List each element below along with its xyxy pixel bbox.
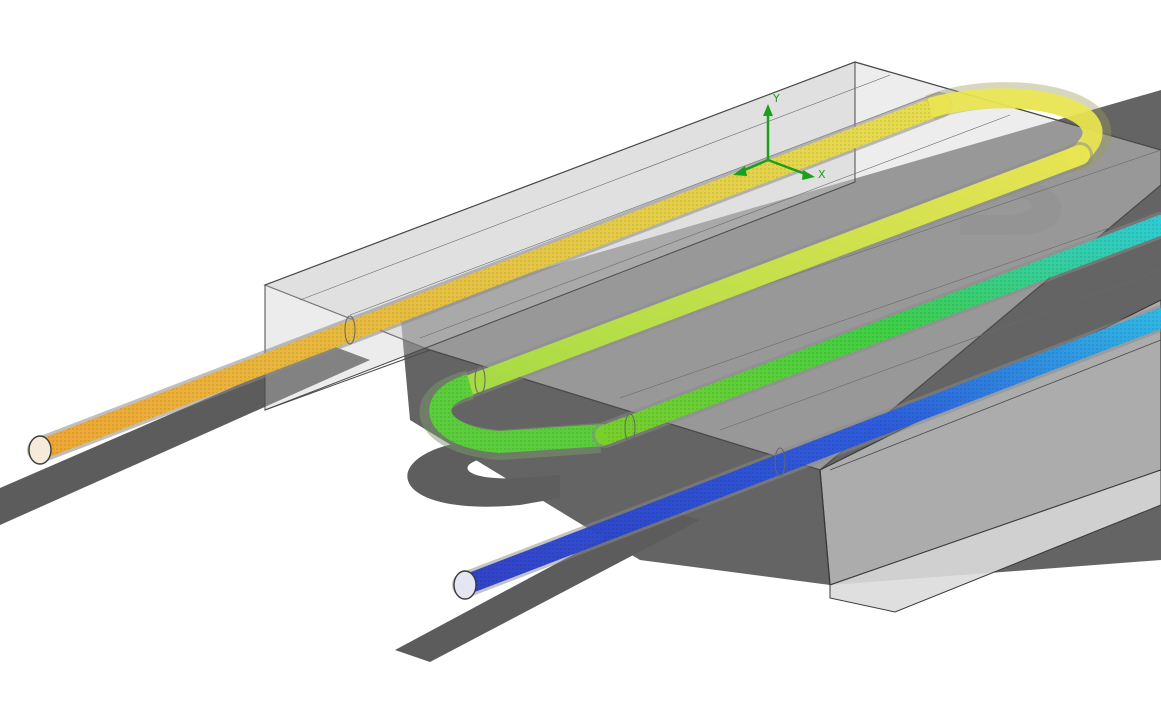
flow-pipes[interactable] bbox=[27, 82, 1161, 600]
housing-edge-corner bbox=[819, 469, 831, 586]
housing-edge-inner bbox=[829, 339, 1161, 471]
pipe-joint-outlet bbox=[774, 447, 786, 477]
coordinate-triad[interactable]: Y X bbox=[733, 92, 826, 181]
pipe-joint-inlet bbox=[344, 315, 356, 345]
pipe-joint-ubend-lower bbox=[624, 413, 636, 443]
x-axis-arrowhead bbox=[802, 170, 815, 180]
x-axis-label: X bbox=[818, 168, 826, 181]
upper-ubend-shadow bbox=[960, 179, 1062, 236]
middle-pipe-upper[interactable] bbox=[457, 142, 1093, 398]
fin-line-1 bbox=[299, 74, 891, 301]
housing-edge-left bbox=[264, 285, 431, 411]
x-axis-arrow bbox=[767, 158, 809, 177]
inlet-opening[interactable] bbox=[28, 435, 52, 465]
pipe-joint-ubend-upper bbox=[474, 365, 486, 395]
housing-flange bbox=[829, 469, 1161, 613]
outlet-opening[interactable] bbox=[453, 570, 477, 600]
y-axis-arrowhead bbox=[763, 104, 773, 116]
outlet-pipe-shadow bbox=[395, 508, 700, 662]
ubend-shadow bbox=[407, 439, 560, 507]
fin-line-6 bbox=[719, 269, 1161, 431]
inlet-pipe-shadow bbox=[0, 345, 370, 525]
fin-line-5 bbox=[619, 209, 1161, 399]
y-axis-label: Y bbox=[772, 92, 780, 105]
z-axis-arrowhead bbox=[733, 166, 747, 176]
middle-pipe-lower[interactable] bbox=[592, 212, 1161, 448]
front-ubend[interactable] bbox=[419, 370, 606, 461]
outlet-pipe[interactable] bbox=[452, 305, 1161, 600]
inlet-pipe[interactable] bbox=[27, 92, 953, 465]
fin-line-3 bbox=[419, 114, 1011, 339]
